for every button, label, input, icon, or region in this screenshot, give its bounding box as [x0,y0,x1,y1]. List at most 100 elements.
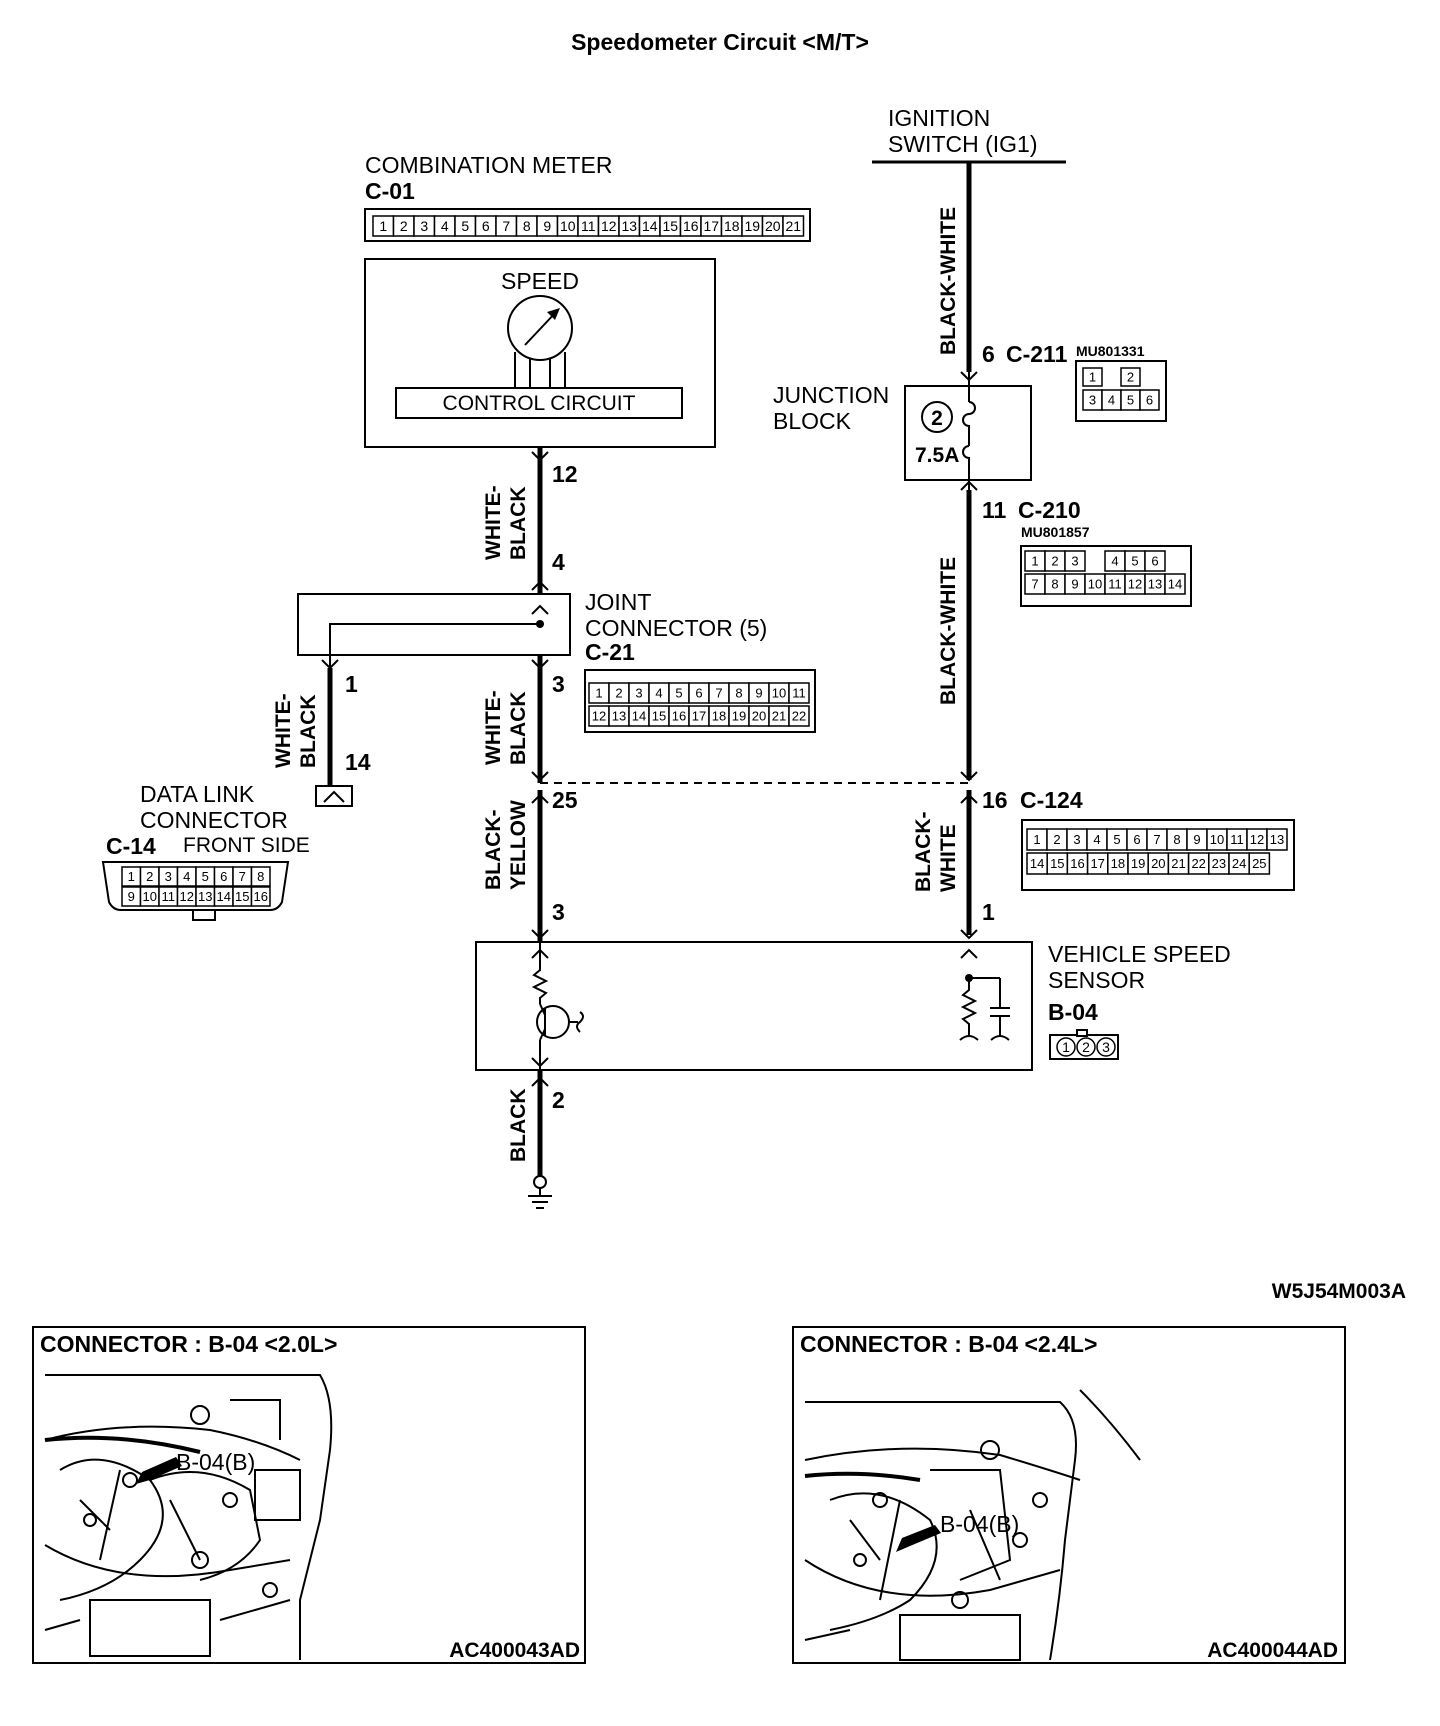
c211-pin-label: 3 [1089,393,1096,408]
c211-part-no: MU801331 [1076,343,1145,359]
c01-pin-label: 1 [379,218,387,234]
c14-pin-label: 10 [143,889,157,904]
wire-label-c124-vss-a: BLACK- [912,812,935,892]
callout-arrow-2-4l [896,1525,941,1552]
c210-pin-label: 13 [1148,577,1162,592]
c14-pin-label: 4 [183,869,190,884]
combination-meter-code: C-01 [365,178,415,204]
c21-pin-label: 2 [615,686,622,701]
c01-pin-label: 2 [400,218,408,234]
wire-label-ign-to-jb: BLACK-WHITE [937,207,960,355]
c124-pin: 16 [982,787,1008,813]
dlc-side: FRONT SIDE [183,834,310,857]
c21-pin-label: 7 [715,686,722,701]
vss-code: B-04 [1048,999,1098,1025]
c124-pin-label: 17 [1090,856,1104,871]
c21-pin-cell [788,705,810,727]
c21-pin-label: 11 [792,686,806,701]
c21-pin-label: 21 [772,709,786,724]
b04-pin-cell [1056,1037,1076,1057]
c01-pin-label: 10 [560,218,576,234]
c124-pin-label: 24 [1232,856,1246,871]
control-circuit-box [395,387,683,419]
c210-pin-label: 9 [1071,577,1078,592]
c211-pin-label: 1 [1089,370,1096,385]
c21-pin-label: 13 [612,709,626,724]
c124-pin-label: 2 [1053,832,1060,847]
c21-pin-label: 15 [652,709,666,724]
c21-pin-label: 17 [692,709,706,724]
terminal-arrow [531,1076,549,1087]
c01-pin-label: 18 [724,218,740,234]
c01-pin-label: 8 [523,218,531,234]
ignition-switch: IGNITION SWITCH (IG1) [872,105,1066,164]
c01-pin-label: 16 [683,218,699,234]
combination-meter-name: COMBINATION METER [365,152,612,178]
vss-body [475,941,1033,1071]
c210-pin-cell [1064,550,1086,572]
terminal-arrow [531,771,549,782]
c210-pin-label: 14 [1168,577,1182,592]
dlc-line2: CONNECTOR [140,807,288,833]
connector-view-2-0l: CONNECTOR : B-04 <2.0L> B-04(B) AC400043… [32,1326,586,1664]
vss-pin-right: 1 [982,899,995,925]
joint-connector-body [297,593,571,656]
c210-part-no: MU801857 [1021,524,1090,540]
c01-pin-label: 5 [461,218,469,234]
c14-pin-label: 14 [217,889,231,904]
c124-pin-label: 22 [1191,856,1205,871]
wire-label-ground: BLACK [507,1089,530,1163]
c21-pin-label: 9 [755,686,762,701]
terminal-arrow [960,371,978,382]
c210-pin-label: 6 [1151,554,1158,569]
c124-pin-label: 6 [1133,832,1140,847]
vss-line1: VEHICLE SPEED [1048,941,1231,967]
c21-pin-label: 20 [752,709,766,724]
callout-2-0l: B-04(B) [176,1449,255,1475]
c14-pin-label: 8 [257,869,264,884]
c01-pin-label: 15 [662,218,678,234]
wire-label-joint-c124-a: WHITE- [482,690,505,765]
c01-pin-label: 9 [543,218,551,234]
c01-pin-label: 3 [420,218,428,234]
junction-line1: JUNCTION [773,382,889,408]
c21-pin-label: 4 [655,686,662,701]
pin-vss-ground: 2 [552,1087,565,1113]
c14-pin-cell [250,886,271,907]
engine-bay-sketch-2-0l [44,1374,333,1660]
c01-pin-cell [782,215,805,237]
vss-resistor-right [960,978,978,1036]
c210-pin-label: 4 [1111,554,1118,569]
b04-pin-label: 1 [1062,1039,1070,1055]
pin-joint-in: 4 [552,549,565,575]
c210-pin-label: 11 [1108,577,1122,592]
dlc-code: C-14 [106,833,156,859]
c124-pin-label: 3 [1073,832,1080,847]
terminal-arrow [531,451,549,462]
wire-label-c124-vss-left-b: YELLOW [507,800,530,890]
b04-pin-cell [1076,1037,1096,1057]
c210-code: C-210 [1018,497,1081,523]
pin-dlc: 14 [345,749,371,775]
c01-pin-label: 12 [601,218,617,234]
wire-label-jb-to-c124: BLACK-WHITE [937,557,960,705]
c124-pin-label: 12 [1250,832,1264,847]
c124-pin-label: 25 [1252,856,1266,871]
ground-symbol [528,1175,552,1209]
c124-pin-label: 9 [1193,832,1200,847]
terminal-arrow [960,771,978,782]
c01-pin-label: 17 [703,218,719,234]
c211-pin-label: 4 [1108,393,1115,408]
c124-pin-label: 14 [1030,856,1044,871]
terminal-arrow [531,604,549,615]
c01-pin-label: 13 [621,218,637,234]
terminal-arrow [960,929,978,940]
c21-pin-label: 3 [635,686,642,701]
